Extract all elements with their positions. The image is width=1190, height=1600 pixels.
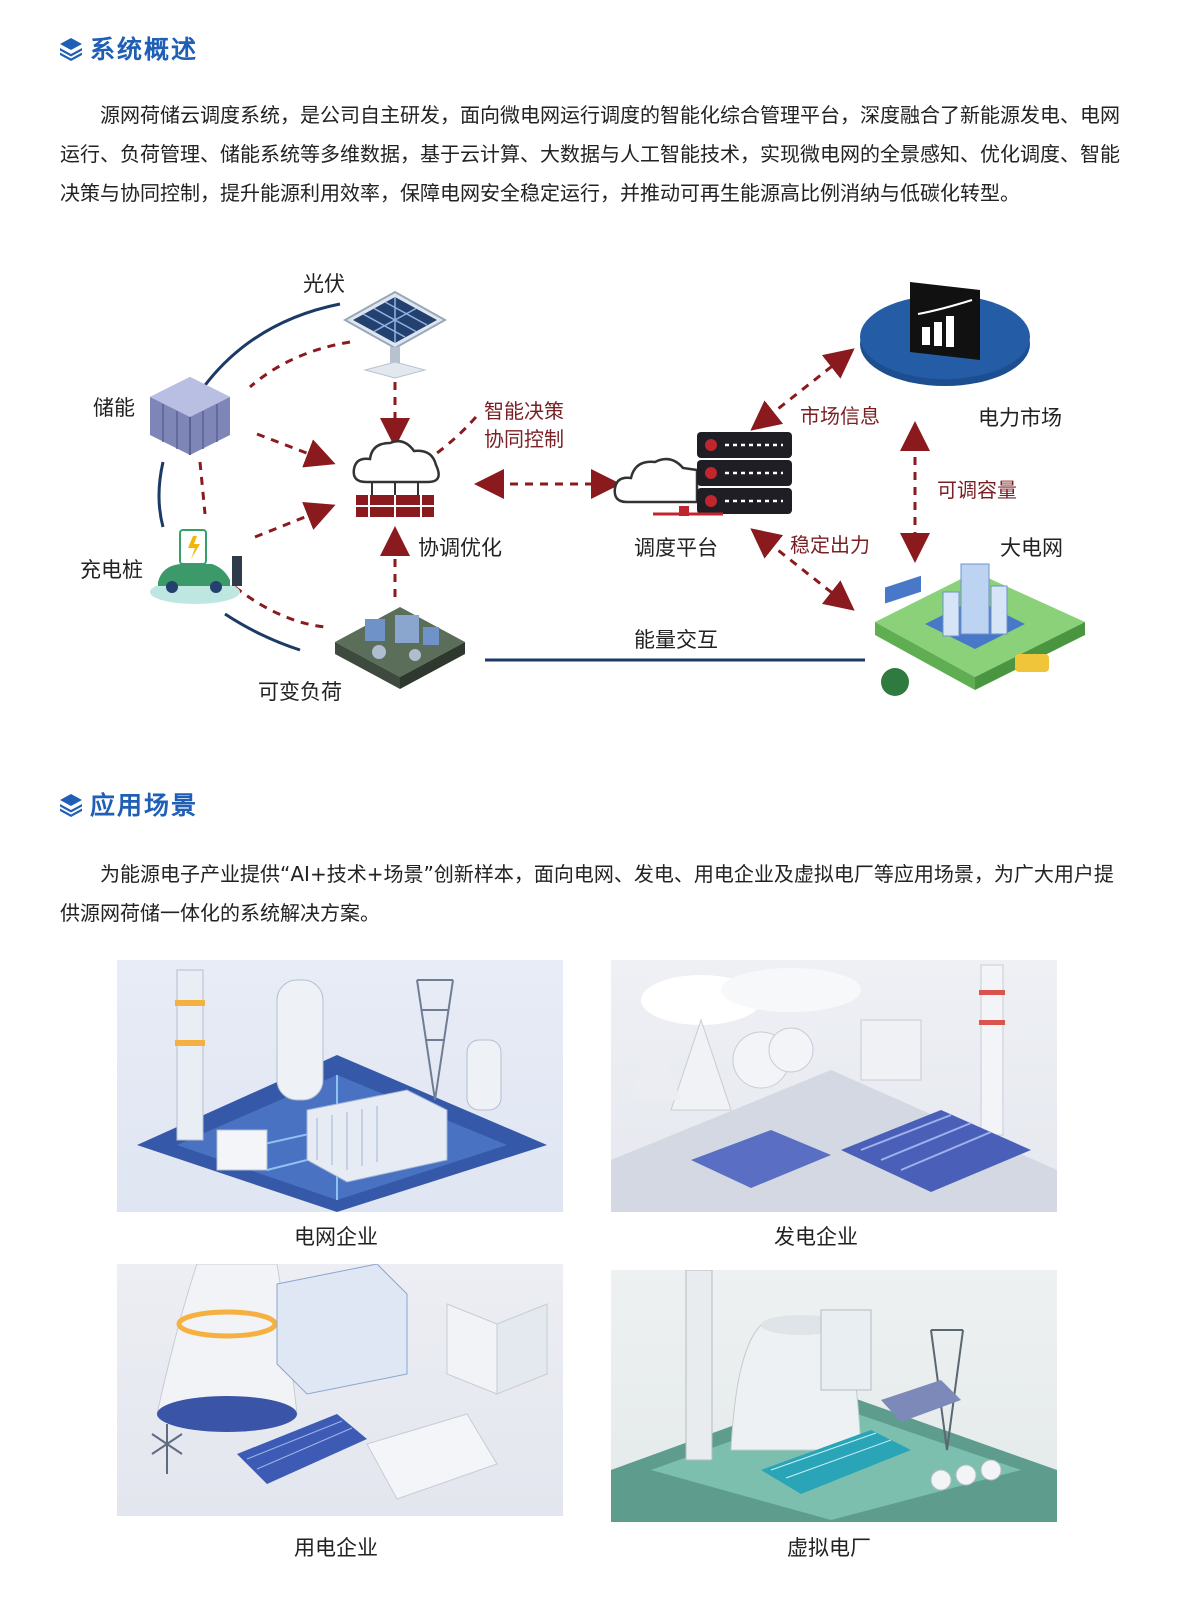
arc-storage-charger xyxy=(157,461,165,528)
section-title-overview: 系统概述 xyxy=(58,30,198,66)
edge-decision-line2: 协同控制 xyxy=(484,427,564,451)
node-charger-label: 充电桩 xyxy=(80,558,143,582)
power-market-icon xyxy=(860,282,1030,386)
arrow-dispatch-market xyxy=(750,348,855,431)
scene-grid-enterprise-caption: 电网企业 xyxy=(294,1225,378,1249)
power-grid-city-icon xyxy=(875,563,1085,696)
arrow-dispatch-grid xyxy=(750,528,855,611)
edge-capacity: 可调容量 xyxy=(937,478,1017,502)
layers-icon xyxy=(60,794,82,817)
layers-icon xyxy=(60,38,82,61)
battery-storage-icon xyxy=(150,377,230,455)
edge-market-info: 市场信息 xyxy=(800,404,880,428)
node-market-label: 电力市场 xyxy=(978,406,1062,430)
applications-title: 应用场景 xyxy=(90,791,199,820)
applications-paragraph: 为能源电子产业提供“AI+技术+场景”创新样本，面向电网、发电、用电企业及虚拟电… xyxy=(60,862,1114,925)
scene-consumer-enterprise-caption: 用电企业 xyxy=(294,1536,378,1560)
arrow-storage-optimize xyxy=(256,432,336,468)
scene-virtual-power-plant-image xyxy=(611,1270,1057,1522)
scene-generation-enterprise-caption: 发电企业 xyxy=(774,1225,858,1249)
cloud-optimize-icon xyxy=(352,440,440,517)
scene-grid-enterprise-image xyxy=(117,960,563,1212)
arrow-decision xyxy=(424,411,482,464)
diagram-graphics xyxy=(150,282,1085,696)
node-grid-label: 大电网 xyxy=(1000,536,1063,560)
overview-title: 系统概述 xyxy=(90,35,199,64)
node-optimize-label: 协调优化 xyxy=(418,536,502,560)
node-load-label: 可变负荷 xyxy=(258,680,342,704)
section-title-applications: 应用场景 xyxy=(58,786,198,822)
ev-charger-icon xyxy=(150,529,242,604)
node-pv-label: 光伏 xyxy=(303,272,345,296)
scene-consumer-enterprise-image xyxy=(117,1264,563,1516)
arc-charger-load xyxy=(224,612,301,652)
arrow-charger-optimize xyxy=(254,501,336,539)
system-diagram: 光伏 储能 充电桩 可变负荷 协调优化 调度平台 电力市场 大电网 智能决策 协… xyxy=(60,262,1140,752)
edge-stable-output: 稳定出力 xyxy=(790,533,870,557)
scene-virtual-power-plant-caption: 虚拟电厂 xyxy=(787,1536,871,1560)
arrow-storage-charger xyxy=(198,461,207,515)
overview-paragraph: 源网荷储云调度系统，是公司自主研发，面向微电网运行调度的智能化综合管理平台，深度… xyxy=(60,103,1120,205)
edge-energy-exchange: 能量交互 xyxy=(634,628,718,652)
arrow-charger-load xyxy=(234,585,326,629)
node-dispatch-label: 调度平台 xyxy=(634,536,718,560)
arrow-pv-storage xyxy=(249,340,351,389)
edge-decision-line1: 智能决策 xyxy=(484,399,564,423)
factory-load-icon xyxy=(335,607,465,689)
node-storage-label: 储能 xyxy=(93,396,135,420)
solar-panel-icon xyxy=(342,290,448,379)
arc-pv-storage xyxy=(198,302,341,393)
server-dispatch-icon xyxy=(613,432,792,516)
scene-generation-enterprise-image xyxy=(611,960,1057,1212)
